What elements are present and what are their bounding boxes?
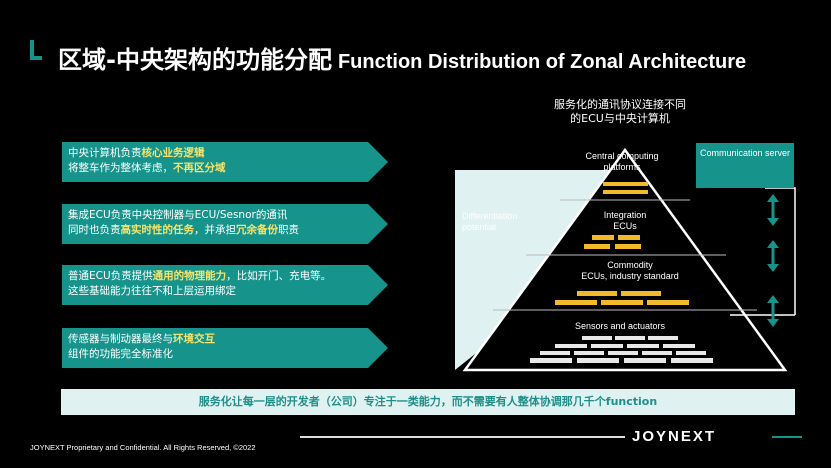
arrow-text: 将整车作为整体考虑， xyxy=(68,162,173,174)
arrow-text: 集成ECU负责中央控制器与ECU/Sesnor的通讯 xyxy=(68,209,288,221)
communication-server-box: Communication server xyxy=(696,143,794,188)
arrow-integration-ecu: 集成ECU负责中央控制器与ECU/Sesnor的通讯 同时也负责高实时性的任务，… xyxy=(62,204,388,244)
arrow-sensors: 传感器与制动器最终与环境交互 组件的功能完全标准化 xyxy=(62,328,388,368)
title-chinese: 区域-中央架构的功能分配 xyxy=(58,46,332,74)
bottom-note: 服务化让每一层的开发者（公司）专注于一类能力，而不需要有人整体协调那几千个fun… xyxy=(61,389,795,415)
comm-connectors xyxy=(730,187,796,316)
footer-divider xyxy=(300,436,625,438)
logo-accent-line xyxy=(772,436,802,438)
arrow-commodity-ecu: 普通ECU负责提供通用的物理能力，比如开门、充电等。 这些基础能力往往不和上层运… xyxy=(62,265,388,305)
arrow-text: ，比如开门、充电等。 xyxy=(226,270,332,282)
caption-line-2: 的ECU与中央计算机 xyxy=(570,112,670,125)
sensor-blocks xyxy=(530,336,713,363)
arrow-shape xyxy=(62,142,388,182)
central-blocks xyxy=(603,182,648,194)
arrow-text: 组件的功能完全标准化 xyxy=(68,348,173,360)
pyramid-outline xyxy=(462,147,788,372)
arrow-text: 这些基础能力往往不和上层运用绑定 xyxy=(68,285,236,297)
sensors-label: Sensors and actuators xyxy=(574,321,666,331)
arrow-highlight: 冗余备份 xyxy=(236,224,278,236)
central-computing-label: Central computing platforms xyxy=(585,151,659,172)
pyramid-caption: 服务化的通讯协议连接不同 的ECU与中央计算机 xyxy=(520,98,720,126)
caption-line-1: 服务化的通讯协议连接不同 xyxy=(554,98,686,111)
arrow-text: ，并承担 xyxy=(194,224,236,236)
joynext-logo: JOYNEXT xyxy=(632,428,717,445)
integration-label-line1: Integration xyxy=(603,210,647,220)
arrow-shape xyxy=(62,328,388,368)
arrow-highlight: 环境交互 xyxy=(173,333,215,345)
arrow-text: 中央计算机负责 xyxy=(68,147,142,159)
arrow-central-computer: 中央计算机负责核心业务逻辑 将整车作为整体考虑，不再区分域 xyxy=(62,142,388,182)
commodity-label-line2: ECUs, industry standard xyxy=(581,271,679,281)
commodity-blocks xyxy=(555,291,689,305)
integration-label-line2: ECUs xyxy=(613,221,637,231)
arrow-text: 同时也负责 xyxy=(68,224,121,236)
double-arrow-icons xyxy=(767,194,779,327)
footer-text: JOYNEXT Proprietary and Confidential. Al… xyxy=(30,443,256,452)
arrow-highlight: 不再区分域 xyxy=(173,162,226,174)
differentiation-label: Differentiation potential xyxy=(462,211,518,232)
title-bracket-icon xyxy=(30,40,42,60)
commodity-label-line1: Commodity xyxy=(607,260,653,270)
integration-blocks xyxy=(584,235,641,249)
title-english: Function Distribution of Zonal Architect… xyxy=(337,51,747,73)
commodity-label: Commodity ECUs, industry standard xyxy=(560,260,700,282)
arrow-shape xyxy=(62,265,388,305)
arrow-highlight: 通用的物理能力 xyxy=(152,270,227,282)
arrow-highlight: 高实时性的任务 xyxy=(120,224,195,236)
arrow-shape xyxy=(62,204,388,244)
arrow-text: 普通ECU负责提供 xyxy=(68,270,153,282)
function-pyramid xyxy=(455,147,796,372)
arrow-text: 传感器与制动器最终与 xyxy=(68,333,173,345)
arrow-highlight: 核心业务逻辑 xyxy=(141,147,205,159)
integration-label: Integration ECUs xyxy=(575,210,675,232)
arrow-text: 职责 xyxy=(278,224,299,236)
